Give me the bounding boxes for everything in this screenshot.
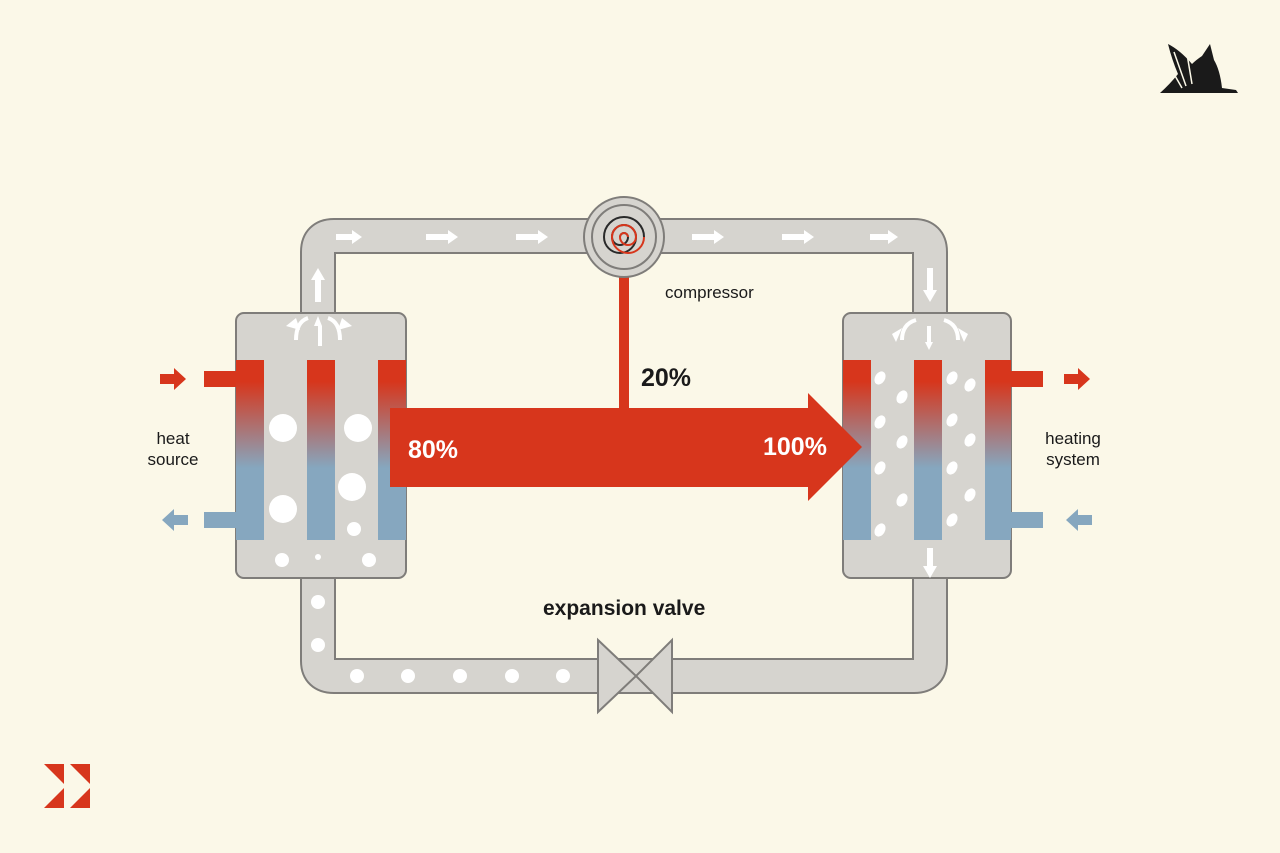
arrow-right-icon: [1064, 368, 1090, 390]
scroll-compressor-icon: [583, 196, 665, 278]
heat-source-arrows: [160, 368, 236, 531]
compressor-label: compressor: [665, 283, 754, 302]
bird-wing-logo: [1160, 44, 1238, 93]
arrow-right-icon: [160, 368, 186, 390]
heating-percent: 100%: [763, 433, 827, 461]
condenser: [842, 312, 1012, 579]
arrow-left-icon: [1066, 509, 1092, 531]
triangles-logo: [44, 764, 90, 808]
energy-arrow: [390, 393, 862, 501]
flow-arrows-top: [311, 230, 937, 302]
bottom-pipe-bubbles: [311, 595, 570, 683]
heating-system-arrows: [1011, 368, 1092, 531]
heat-source-label-line1: heat: [156, 429, 189, 448]
expansion-valve-label: expansion valve: [543, 597, 705, 620]
heating-system-label-line1: heating: [1045, 429, 1101, 448]
compressor-percent: 20%: [641, 364, 691, 392]
heating-system-label-line2: system: [1046, 450, 1100, 469]
source-percent: 80%: [408, 436, 458, 464]
expansion-valve-icon: [597, 637, 673, 715]
heat-source-label-line2: source: [147, 450, 198, 469]
evaporator: [235, 312, 407, 579]
arrow-left-icon: [162, 509, 188, 531]
